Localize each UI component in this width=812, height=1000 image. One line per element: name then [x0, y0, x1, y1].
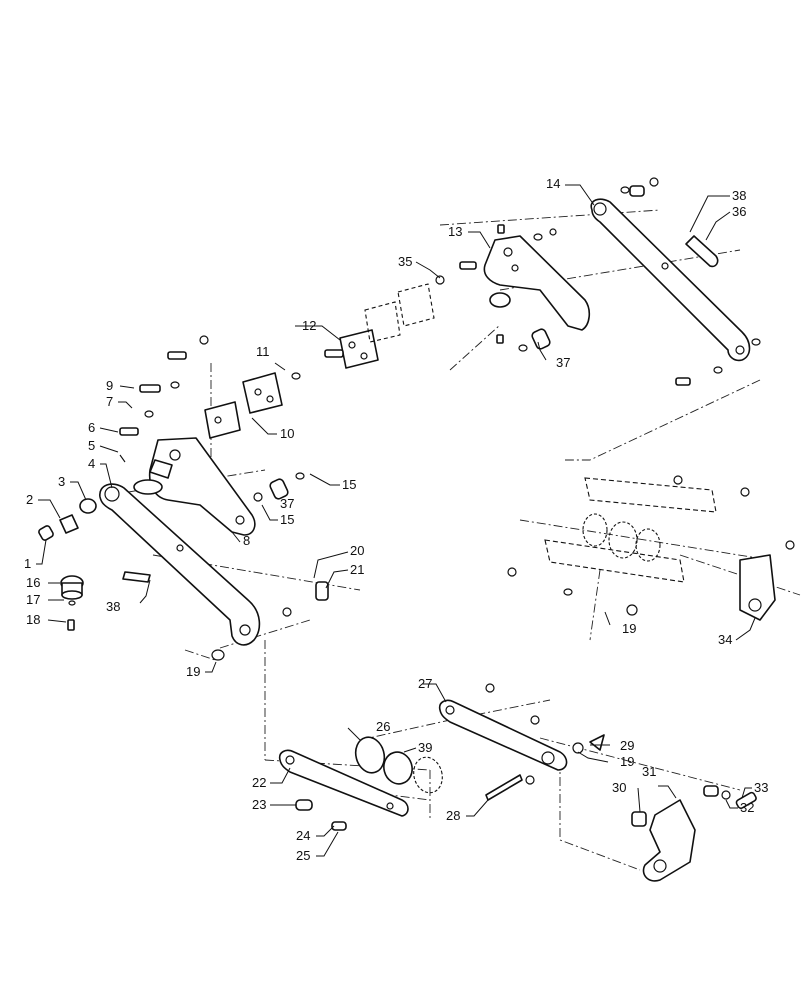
callout-6: 6 [88, 420, 95, 435]
callout-37-upper: 37 [556, 355, 570, 370]
callout-27: 27 [418, 676, 432, 691]
callout-17: 17 [26, 592, 40, 607]
callout-11: 11 [256, 344, 270, 359]
callout-33: 33 [754, 780, 768, 795]
callout-28: 28 [446, 808, 460, 823]
callout-22: 22 [252, 775, 266, 790]
lower-right-bracket [631, 785, 757, 882]
callout-39: 39 [418, 740, 432, 755]
upper-right-arm [590, 198, 751, 362]
callout-18: 18 [26, 612, 40, 627]
lower-center-assembly [278, 683, 605, 831]
callout-26: 26 [376, 719, 390, 734]
callout-3: 3 [58, 474, 65, 489]
callout-36: 36 [732, 204, 746, 219]
callout-7: 7 [106, 394, 113, 409]
callout-34: 34 [718, 632, 732, 647]
callout-10: 10 [280, 426, 294, 441]
callout-37-left: 37 [280, 496, 294, 511]
callout-25: 25 [296, 848, 310, 863]
callout-5: 5 [88, 438, 95, 453]
callout-23: 23 [252, 797, 266, 812]
callout-38-upper: 38 [732, 188, 746, 203]
callout-labels: 1 2 3 4 5 6 7 8 9 10 11 12 13 14 15 15 1… [24, 176, 768, 863]
callout-8: 8 [243, 533, 250, 548]
callout-31: 31 [642, 764, 656, 779]
callout-35: 35 [398, 254, 412, 269]
mounting-plates-12 [339, 283, 435, 369]
callout-20: 20 [350, 543, 364, 558]
callout-19-left: 19 [186, 664, 200, 679]
callout-38-left: 38 [106, 599, 120, 614]
callout-9: 9 [106, 378, 113, 393]
left-lower-arm [99, 483, 261, 646]
upper-bracket [483, 235, 591, 331]
callout-24: 24 [296, 828, 310, 843]
callout-19-right: 19 [622, 621, 636, 636]
callout-19-lower: 19 [620, 754, 634, 769]
callout-29: 29 [620, 738, 634, 753]
callout-21: 21 [350, 562, 364, 577]
callout-30: 30 [612, 780, 626, 795]
callout-16: 16 [26, 575, 40, 590]
leader-lines [36, 184, 756, 857]
callout-15-right: 15 [342, 477, 356, 492]
callout-14: 14 [546, 176, 560, 191]
callout-15-lower: 15 [280, 512, 294, 527]
mounting-plates-10 [204, 372, 283, 439]
left-assembly-hardware [38, 335, 329, 661]
callout-32: 32 [740, 800, 754, 815]
callout-13: 13 [448, 224, 462, 239]
right-mid-assembly [507, 475, 795, 621]
upper-assembly-hardware [324, 177, 761, 386]
callout-1: 1 [24, 556, 31, 571]
callout-12: 12 [302, 318, 316, 333]
callout-2: 2 [26, 492, 33, 507]
left-mounting-bracket [148, 437, 256, 536]
callout-4: 4 [88, 456, 95, 471]
